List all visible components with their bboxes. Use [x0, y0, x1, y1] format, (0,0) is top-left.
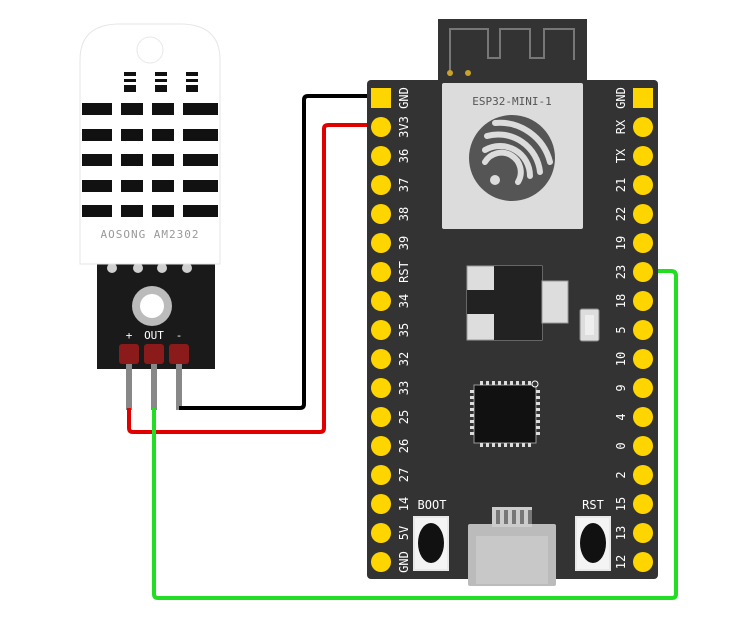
right-pin-label: 5 — [614, 326, 628, 333]
wire-3v3[interactable] — [127, 123, 367, 434]
boot-button[interactable] — [413, 516, 449, 571]
reset-button-label: RST — [582, 498, 604, 512]
usb-chip — [473, 380, 539, 444]
right-pin-label: RX — [614, 119, 628, 134]
right-pin-pad-13[interactable] — [633, 523, 653, 543]
left-pin-label: 37 — [397, 178, 411, 192]
usb-connector[interactable] — [468, 507, 556, 586]
left-pin-pad-38[interactable] — [371, 204, 391, 224]
left-pin-pad-26[interactable] — [371, 436, 391, 456]
right-pin-label: 23 — [614, 265, 628, 279]
left-pin-label: 26 — [397, 439, 411, 453]
right-pin-pad-tx[interactable] — [633, 146, 653, 166]
right-pin-label: 2 — [614, 471, 628, 478]
left-pin-label: GND — [397, 551, 411, 573]
right-pin-label: 19 — [614, 236, 628, 250]
right-pin-pad-2[interactable] — [633, 465, 653, 485]
right-pin-pad-19[interactable] — [633, 233, 653, 253]
voltage-regulator — [466, 265, 569, 341]
right-pin-label: 10 — [614, 352, 628, 366]
right-pin-pad-22[interactable] — [633, 204, 653, 224]
right-pin-pad-10[interactable] — [633, 349, 653, 369]
left-pin-pad-3v3[interactable] — [371, 117, 391, 137]
right-pin-pad-0[interactable] — [633, 436, 653, 456]
right-pin-label: 12 — [614, 555, 628, 569]
right-pin-pad-9[interactable] — [633, 378, 653, 398]
right-pin-pad-4[interactable] — [633, 407, 653, 427]
left-pin-label: 27 — [397, 468, 411, 482]
left-pin-pad-rst[interactable] — [371, 262, 391, 282]
left-pin-label: GND — [397, 87, 411, 109]
wires — [127, 94, 678, 600]
left-pin-pad-39[interactable] — [371, 233, 391, 253]
right-pin-label: TX — [614, 148, 628, 163]
left-pin-label: 36 — [397, 149, 411, 163]
left-pin-pad-gnd[interactable] — [371, 88, 391, 108]
wire-gpio23[interactable] — [152, 269, 678, 600]
left-pin-pad-33[interactable] — [371, 378, 391, 398]
sensor-vent-grille — [82, 72, 218, 217]
right-pin-label: GND — [614, 87, 628, 109]
left-pin-label: 3V3 — [397, 116, 411, 138]
left-pin-pad-5v[interactable] — [371, 523, 391, 543]
left-pin-label: 38 — [397, 207, 411, 221]
boot-button-label: BOOT — [418, 498, 447, 512]
antenna-trace — [449, 28, 575, 76]
sensor-housing — [79, 23, 221, 265]
right-pin-label: 13 — [614, 526, 628, 540]
sensor-brand-label: AOSONG AM2302 — [100, 228, 199, 241]
right-pin-label: 21 — [614, 178, 628, 192]
right-pin-label: 15 — [614, 497, 628, 511]
sensor-pin-label-plus: + — [126, 329, 133, 342]
sensor-pin-label-minus: - — [176, 329, 183, 342]
right-pin-header: GND RX TX 21 22 19 23 18 5 10 9 4 0 2 15 13 12 — [614, 87, 653, 572]
left-pin-label: 39 — [397, 236, 411, 250]
right-pin-pad-15[interactable] — [633, 494, 653, 514]
sensor-header-plus — [119, 344, 139, 364]
reset-button[interactable] — [575, 516, 611, 571]
right-pin-label: 4 — [614, 413, 628, 420]
right-pin-label: 22 — [614, 207, 628, 221]
left-pin-pad-27[interactable] — [371, 465, 391, 485]
right-pin-pad-5[interactable] — [633, 320, 653, 340]
left-pin-pad-14[interactable] — [371, 494, 391, 514]
left-pin-label: 32 — [397, 352, 411, 366]
right-pin-label: 9 — [614, 384, 628, 391]
sensor-pin-label-out: OUT — [144, 329, 164, 342]
sensor-header-minus — [169, 344, 189, 364]
sensor-header-out — [144, 344, 164, 364]
left-pin-pad-25[interactable] — [371, 407, 391, 427]
right-pin-pad-21[interactable] — [633, 175, 653, 195]
right-pin-pad-gnd[interactable] — [633, 88, 653, 108]
am2302-sensor: + OUT - AOSONG AM2302 — [79, 23, 221, 410]
right-pin-pad-rx[interactable] — [633, 117, 653, 137]
left-pin-label: 33 — [397, 381, 411, 395]
right-pin-label: 0 — [614, 442, 628, 449]
right-pin-pad-23[interactable] — [633, 262, 653, 282]
right-pin-label: 18 — [614, 294, 628, 308]
right-pin-pad-18[interactable] — [633, 291, 653, 311]
left-pin-pad-37[interactable] — [371, 175, 391, 195]
left-pin-pad-35[interactable] — [371, 320, 391, 340]
espressif-logo — [469, 115, 555, 201]
left-pin-label: 5V — [397, 526, 411, 540]
wire-gnd[interactable] — [179, 94, 367, 410]
left-pin-pad-gnd[interactable] — [371, 552, 391, 572]
right-pin-pad-12[interactable] — [633, 552, 653, 572]
left-pin-label: 14 — [397, 497, 411, 511]
left-pin-pad-32[interactable] — [371, 349, 391, 369]
left-pin-label: 35 — [397, 323, 411, 337]
left-pin-label: 34 — [397, 294, 411, 308]
left-pin-pad-36[interactable] — [371, 146, 391, 166]
esp32-board: ESP32-MINI-1 — [367, 19, 658, 586]
left-pin-pad-34[interactable] — [371, 291, 391, 311]
left-pin-label: 25 — [397, 410, 411, 424]
module-label: ESP32-MINI-1 — [472, 95, 551, 108]
left-pin-label: RST — [397, 261, 411, 283]
